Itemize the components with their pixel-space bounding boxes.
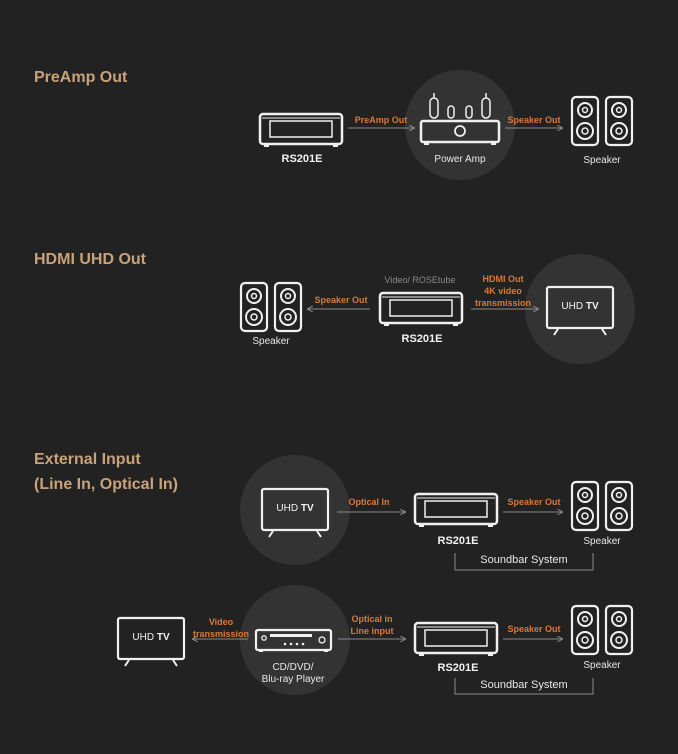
speaker-label: Speaker [252, 336, 290, 347]
soundbar-system-label: Soundbar System [480, 554, 568, 566]
rs201e-device-icon [378, 291, 464, 326]
device-label: RS201E [437, 535, 479, 547]
player-highlight [240, 585, 350, 695]
soundbar-bracket [454, 678, 594, 695]
section-title-preamp: PreAmp Out [34, 69, 128, 86]
rs201e-device-icon [413, 492, 499, 527]
arrow-label-hdmi-out: HDMI Out 4K video transmission [474, 274, 532, 308]
section-title-external: External Input [34, 451, 141, 468]
tv-icon [116, 616, 186, 667]
tv-label: UHD TV [276, 503, 314, 514]
tv-icon [260, 487, 330, 538]
tv-label: UHD TV [561, 301, 599, 312]
power-amp-label: Power Amp [434, 154, 486, 165]
device-label: RS201E [281, 153, 323, 165]
arrow-label-optical-in: Optical In [348, 497, 390, 507]
speaker-icon [570, 480, 634, 532]
soundbar-bracket [454, 553, 594, 571]
rs201e-device-icon [413, 621, 499, 656]
device-label: RS201E [437, 662, 479, 674]
device-label: RS201E [401, 333, 443, 345]
rs201e-device-icon [258, 112, 344, 147]
soundbar-system-label: Soundbar System [480, 679, 568, 691]
section-title-hdmi: HDMI UHD Out [34, 251, 146, 268]
speaker-icon [570, 95, 634, 147]
player-label: CD/DVD/ Blu-ray Player [261, 662, 325, 685]
power-amp-icon [419, 93, 501, 145]
speaker-icon [239, 281, 303, 333]
speaker-icon [570, 604, 634, 656]
cd-player-icon [254, 628, 333, 652]
arrow-label-preamp-out: PreAmp Out [354, 115, 408, 125]
arrow-label-speaker-out: Speaker Out [507, 497, 561, 507]
arrow-label-optical-line-input: Optical in Line input [350, 614, 394, 636]
arrow-label-video-transmission: Video transmission [192, 617, 250, 639]
optical-tv-highlight [240, 455, 350, 565]
arrow-label-speaker-out: Speaker Out [507, 624, 561, 634]
speaker-label: Speaker [583, 660, 621, 671]
tv-icon [545, 285, 615, 336]
hdmi-tv-highlight [525, 254, 635, 364]
source-note: Video/ ROSEtube [384, 275, 456, 285]
section-subtitle-external: (Line In, Optical In) [34, 476, 178, 493]
arrow-label-speaker-out: Speaker Out [314, 295, 368, 305]
speaker-label: Speaker [583, 155, 621, 166]
speaker-label: Speaker [583, 536, 621, 547]
arrow-label-speaker-out: Speaker Out [507, 115, 561, 125]
tv-label: UHD TV [132, 632, 170, 643]
